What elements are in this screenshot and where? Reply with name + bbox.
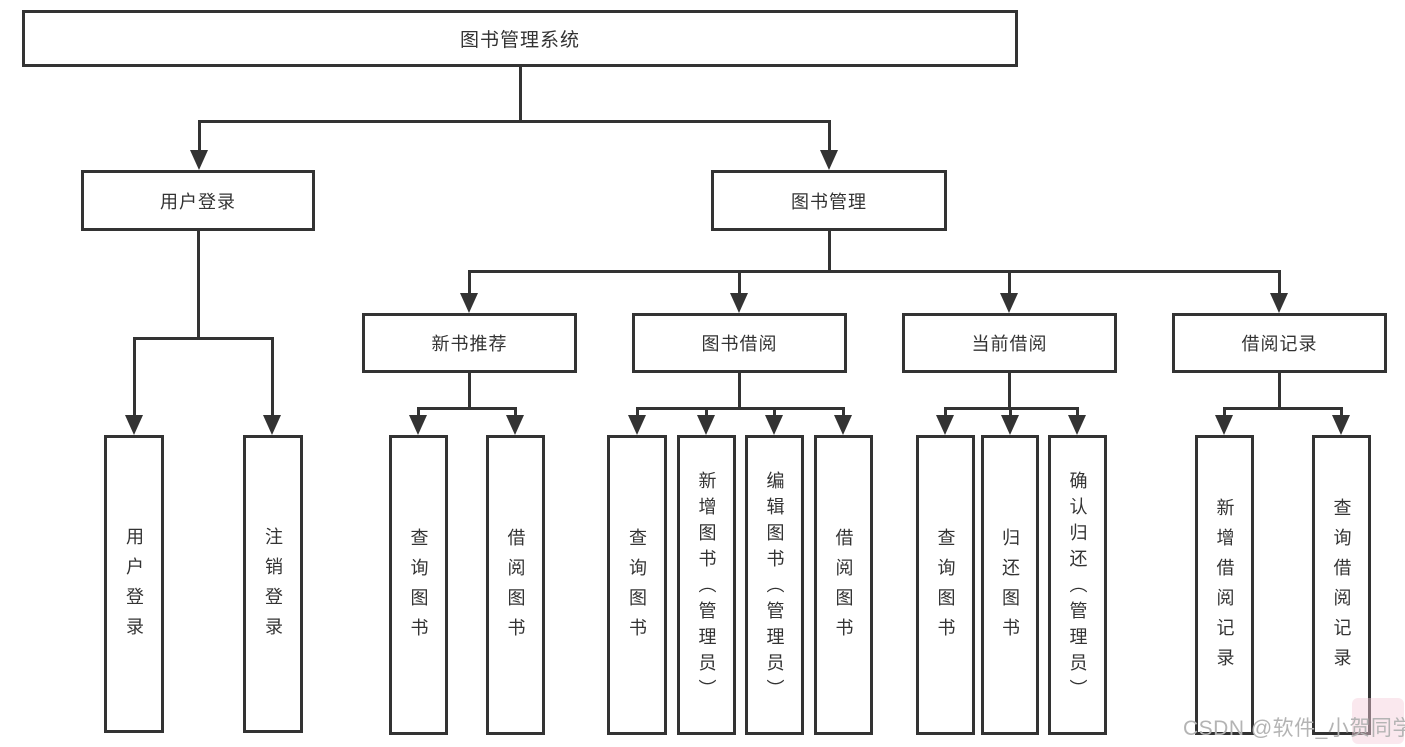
leaf-user-login: 用户登录: [104, 435, 164, 733]
edge-stub-current-borrow: [1008, 270, 1011, 293]
node-current-borrow: 当前借阅: [902, 313, 1117, 373]
arrowhead-icon: [1270, 293, 1288, 313]
edge-new-book-rec-trunk: [468, 373, 471, 407]
arrowhead-icon: [834, 415, 852, 435]
arrowhead-icon: [409, 415, 427, 435]
edge-user-login-bus: [133, 337, 274, 340]
leaf-bb-query-books: 查询图书: [607, 435, 667, 735]
edge-stub-rec-query: [417, 407, 420, 415]
edge-stub-book-mgmt: [828, 120, 831, 150]
edge-stub-bb-borrow: [842, 407, 845, 415]
edge-stub-cb-confirm: [1076, 407, 1079, 415]
edge-stub-new-book-rec: [468, 270, 471, 293]
arrowhead-icon: [1215, 415, 1233, 435]
arrowhead-icon: [190, 150, 208, 170]
leaf-cb-confirm-return: 确认归还（管理员）: [1048, 435, 1107, 735]
arrowhead-icon: [263, 415, 281, 435]
edge-stub-bb-add: [705, 407, 708, 415]
node-new-book-rec: 新书推荐: [362, 313, 577, 373]
leaf-bb-borrow-books: 借阅图书: [814, 435, 873, 735]
leaf-bb-add-books: 新增图书（管理员）: [677, 435, 736, 735]
edge-stub-leaf-logout: [271, 337, 274, 415]
edge-stub-bb-query: [636, 407, 639, 415]
leaf-cb-return-books: 归还图书: [981, 435, 1039, 735]
watermark-pink-accent: [1352, 698, 1404, 744]
arrowhead-icon: [506, 415, 524, 435]
node-root: 图书管理系统: [22, 10, 1018, 67]
edge-stub-borrow-records: [1278, 270, 1281, 293]
edge-current-borrow-trunk: [1008, 373, 1011, 407]
arrowhead-icon: [730, 293, 748, 313]
node-borrow-records: 借阅记录: [1172, 313, 1387, 373]
node-user-login: 用户登录: [81, 170, 315, 231]
arrowhead-icon: [460, 293, 478, 313]
arrowhead-icon: [1000, 293, 1018, 313]
edge-borrow-records-trunk: [1278, 373, 1281, 407]
leaf-br-add-record: 新增借阅记录: [1195, 435, 1254, 735]
leaf-bb-edit-books: 编辑图书（管理员）: [745, 435, 804, 735]
arrowhead-icon: [1332, 415, 1350, 435]
leaf-br-query-record: 查询借阅记录: [1312, 435, 1371, 735]
node-book-mgmt: 图书管理: [711, 170, 947, 231]
node-book-borrow: 图书借阅: [632, 313, 847, 373]
edge-user-login-trunk: [197, 231, 200, 337]
edge-stub-book-borrow: [738, 270, 741, 293]
edge-stub-br-add: [1223, 407, 1226, 415]
edge-root-trunk: [519, 67, 522, 120]
edge-new-book-rec-bus: [417, 407, 517, 410]
watermark: CSDN @软件_小贺同学: [1183, 717, 1405, 740]
edge-stub-cb-return: [1009, 407, 1012, 415]
edge-borrow-records-bus: [1223, 407, 1343, 410]
leaf-logout: 注销登录: [243, 435, 303, 733]
arrowhead-icon: [765, 415, 783, 435]
edge-stub-bb-edit: [773, 407, 776, 415]
edge-book-mgmt-trunk: [828, 231, 831, 270]
edge-stub-rec-borrow: [514, 407, 517, 415]
arrowhead-icon: [697, 415, 715, 435]
edge-root-bus: [198, 120, 831, 123]
edge-book-borrow-bus: [636, 407, 845, 410]
edge-stub-user-login: [198, 120, 201, 150]
edge-stub-cb-query: [944, 407, 947, 415]
leaf-rec-borrow-books: 借阅图书: [486, 435, 545, 735]
arrowhead-icon: [820, 150, 838, 170]
leaf-cb-query-books: 查询图书: [916, 435, 975, 735]
arrowhead-icon: [1001, 415, 1019, 435]
edge-book-mgmt-bus: [468, 270, 1281, 273]
edge-stub-leaf-user-login: [133, 337, 136, 415]
arrowhead-icon: [125, 415, 143, 435]
leaf-rec-query-books: 查询图书: [389, 435, 448, 735]
arrowhead-icon: [936, 415, 954, 435]
arrowhead-icon: [628, 415, 646, 435]
arrowhead-icon: [1068, 415, 1086, 435]
edge-stub-br-query: [1340, 407, 1343, 415]
edge-book-borrow-trunk: [738, 373, 741, 407]
